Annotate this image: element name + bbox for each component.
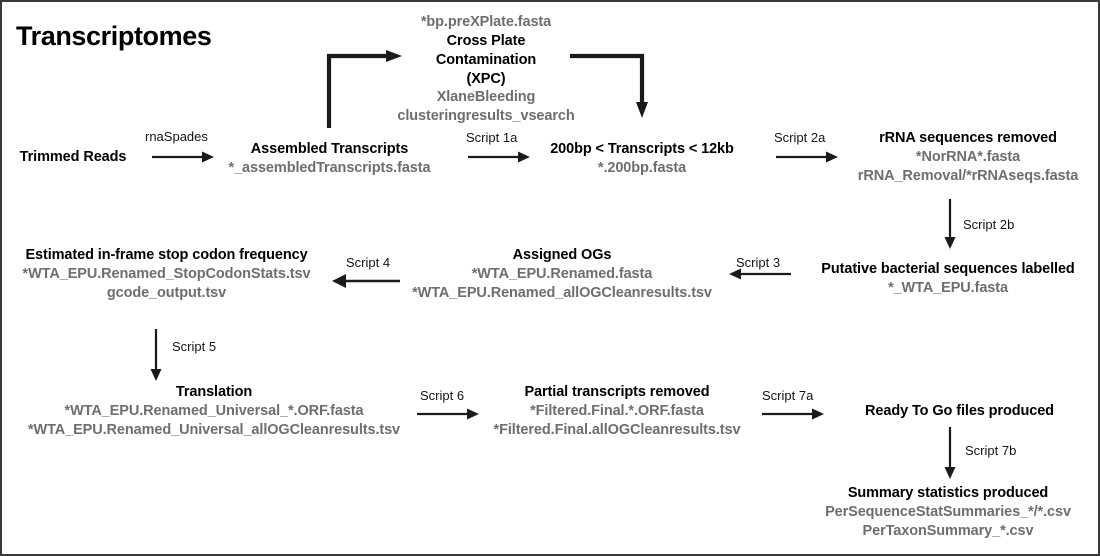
arrow-sizefilter-to-rrna [776,151,838,163]
edge-label-rnaspades: rnaSpades [145,129,208,144]
edge-label-script-7b: Script 7b [965,443,1017,458]
node-file: XlaneBleeding [436,89,536,106]
edge-label-script-1a: Script 1a [466,130,518,145]
arrow-partial-to-readytogo [762,408,824,420]
node-transcript-size-filter: 200bp < Transcripts < 12kb *.200bp.fasta [522,140,762,178]
node-file: PerTaxonSummary_*.csv [862,522,1034,539]
node-assigned-ogs: Assigned OGs *WTA_EPU.Renamed.fasta *WTA… [397,246,727,303]
node-title: Assembled Transcripts [250,141,409,157]
node-summary-statistics: Summary statistics produced PerSequenceS… [802,484,1094,541]
node-rrna-removed: rRNA sequences removed *NorRNA*.fasta rR… [840,129,1096,186]
node-title: Assigned OGs [512,247,612,263]
edge-label-script-4: Script 4 [346,255,391,270]
node-title: Putative bacterial sequences labelled [821,261,1075,277]
node-ready-to-go: Ready To Go files produced [827,402,1092,421]
node-title: Estimated in-frame stop codon frequency [25,247,308,263]
node-title: Ready To Go files produced [865,403,1054,419]
node-trimmed-reads: Trimmed Reads [8,148,138,167]
node-title: rRNA sequences removed [879,130,1057,146]
node-file: *.200bp.fasta [597,159,687,176]
node-title: Partial transcripts removed [524,384,710,400]
arrow-rrna-to-bacterial [944,199,956,249]
node-file: *WTA_EPU.Renamed_allOGCleanresults.tsv [412,284,712,301]
edge-label-script-6: Script 6 [420,388,465,403]
node-title: Trimmed Reads [19,149,127,165]
arrow-readytogo-to-summary [944,427,956,479]
edge-label-script-2a: Script 2a [774,130,826,145]
node-cross-plate-contamination: *bp.preXPlate.fasta Cross Plate Contamin… [387,13,585,126]
node-translation: Translation *WTA_EPU.Renamed_Universal_*… [4,383,424,440]
node-title: Cross Plate [446,32,526,49]
node-title: (XPC) [466,70,506,87]
node-file: *WTA_EPU.Renamed_StopCodonStats.tsv [22,265,311,282]
node-file: *bp.preXPlate.fasta [420,14,552,30]
node-file: *WTA_EPU.Renamed.fasta [471,265,653,282]
edge-label-script-5: Script 5 [172,339,217,354]
arrow-trimmed-to-assembled [152,151,214,163]
node-file: *WTA_EPU.Renamed_Universal_*.ORF.fasta [64,402,364,419]
node-file: *Filtered.Final.*.ORF.fasta [530,402,704,419]
node-file: rRNA_Removal/*rRNAseqs.fasta [857,167,1079,184]
node-bacterial-labelled: Putative bacterial sequences labelled *_… [802,260,1094,298]
node-title: 200bp < Transcripts < 12kb [550,141,734,157]
arrow-bacterial-to-ogs [729,268,791,280]
edge-label-script-7a: Script 7a [762,388,814,403]
node-title: Contamination [435,51,537,68]
edge-label-script-3: Script 3 [736,255,781,270]
arrow-translation-to-partial [417,408,479,420]
arrow-assembled-to-xpc [326,50,402,128]
node-file: *_assembledTranscripts.fasta [228,159,431,176]
arrow-xpc-to-sizefilter [570,53,648,118]
edge-label-script-2b: Script 2b [963,217,1015,232]
node-stop-codon-frequency: Estimated in-frame stop codon frequency … [4,246,329,303]
arrow-ogs-to-stopcodon [332,274,400,288]
node-title: Summary statistics produced [847,485,1049,501]
node-file: gcode_output.tsv [106,284,227,301]
node-file: *NorRNA*.fasta [915,148,1021,165]
node-file: *_WTA_EPU.fasta [888,279,1008,296]
arrow-assembled-to-sizefilter [468,151,530,163]
node-file: *WTA_EPU.Renamed_Universal_allOGCleanres… [27,421,401,438]
node-title: Translation [175,384,253,400]
node-assembled-transcripts: Assembled Transcripts *_assembledTranscr… [197,140,462,178]
node-file: *Filtered.Final.allOGCleanresults.tsv [493,421,741,438]
node-file: clusteringresults_vsearch [397,108,575,125]
node-partial-transcripts-removed: Partial transcripts removed *Filtered.Fi… [472,383,762,440]
node-file: PerSequenceStatSummaries_*/*.csv [825,503,1071,520]
arrow-stopcodon-to-translation [150,329,162,381]
page-title: Transcriptomes [16,21,212,51]
